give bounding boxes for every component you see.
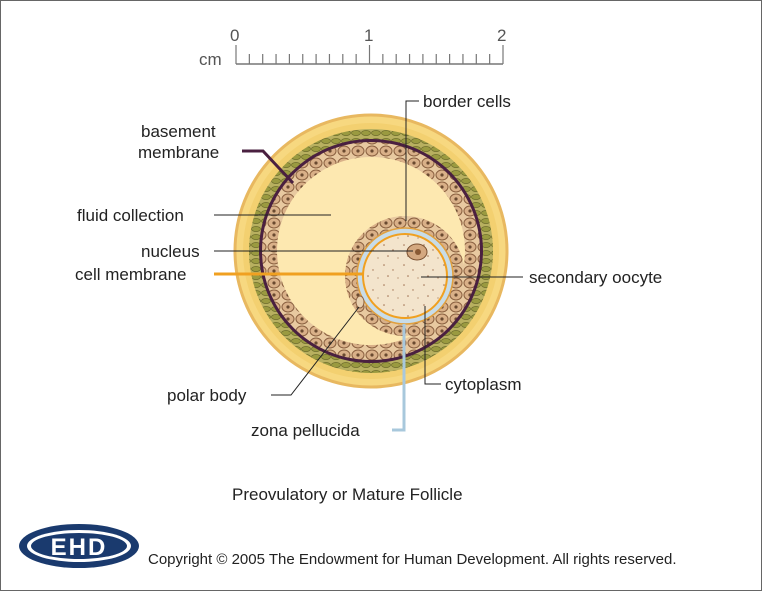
label-cytoplasm: cytoplasm xyxy=(445,375,522,394)
labels: border cells basement membrane fluid col… xyxy=(75,92,662,440)
logo-text: EHD xyxy=(51,534,108,561)
polar-body xyxy=(355,295,365,309)
leader-lines xyxy=(214,100,523,432)
label-cell-membrane: cell membrane xyxy=(75,265,187,284)
scale-tick-1: 1 xyxy=(364,26,373,45)
label-secondary-oocyte: secondary oocyte xyxy=(529,268,662,287)
scale-unit-label: cm xyxy=(199,50,222,69)
label-nucleus: nucleus xyxy=(141,242,200,261)
ehd-logo: EHD xyxy=(19,524,139,568)
label-border-cells: border cells xyxy=(423,92,511,111)
label-basement-membrane-line1: basement xyxy=(141,122,216,141)
figure-caption: Preovulatory or Mature Follicle xyxy=(232,485,463,504)
label-basement-membrane-line2: membrane xyxy=(138,143,219,162)
scale-tick-0: 0 xyxy=(230,26,239,45)
scale-bar: cm 0 1 2 xyxy=(199,26,506,69)
copyright-notice: Copyright © 2005 The Endowment for Human… xyxy=(148,551,677,568)
secondary-oocyte xyxy=(362,233,448,319)
scale-tick-2: 2 xyxy=(497,26,506,45)
label-zona-pellucida: zona pellucida xyxy=(251,421,360,440)
label-fluid-collection: fluid collection xyxy=(77,206,184,225)
label-polar-body: polar body xyxy=(167,386,247,405)
